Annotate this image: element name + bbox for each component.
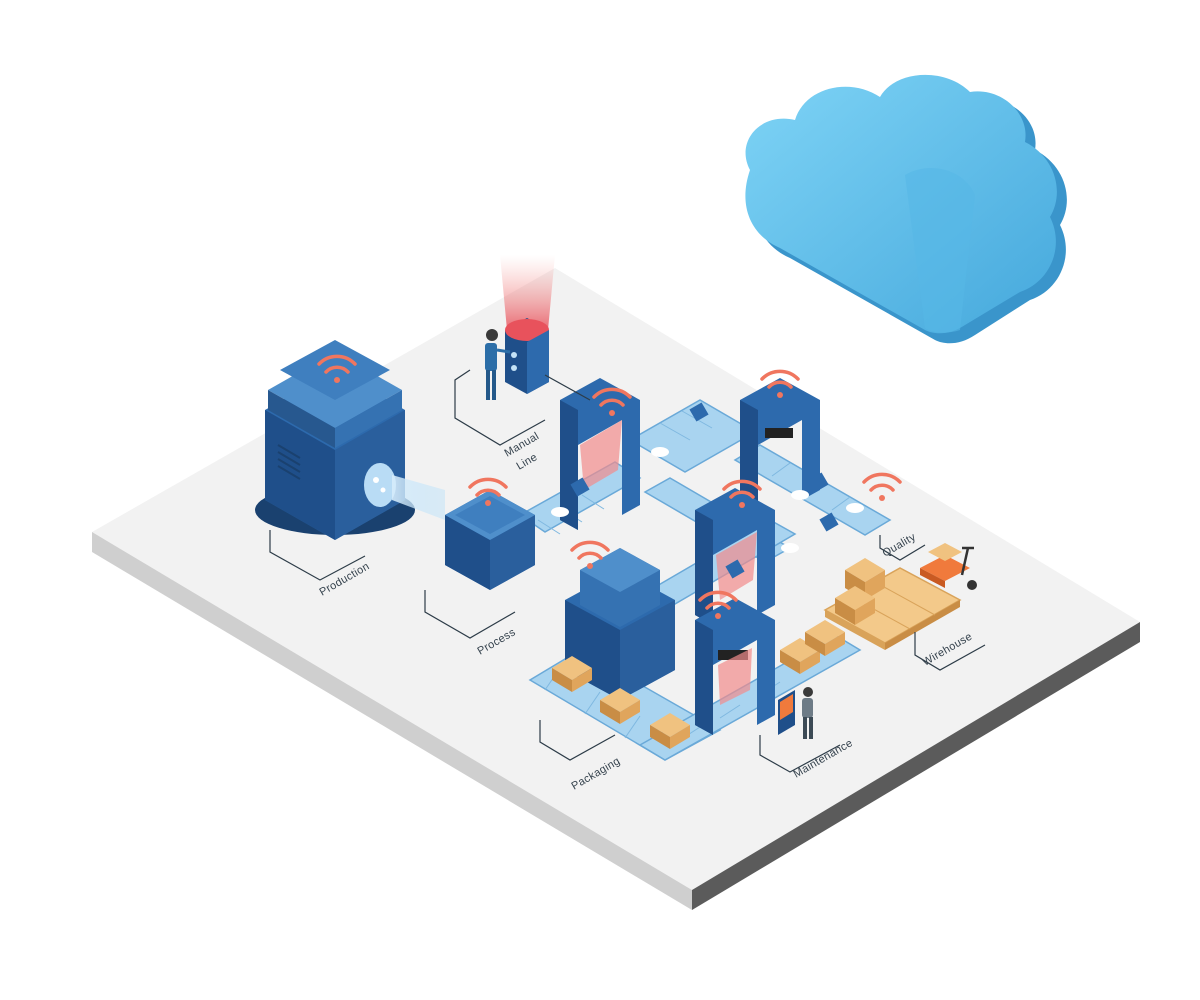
manual-line-station: [500, 255, 555, 394]
label-leaders: [269, 369, 986, 773]
material-flow: [392, 475, 445, 520]
worker-icon: [802, 687, 813, 739]
quality-gate-1: [560, 378, 640, 530]
process-machine: [445, 490, 535, 590]
quality-gate-4: [695, 598, 775, 735]
quality-gate-2: [740, 378, 820, 520]
warehouse-pallets: [823, 558, 962, 650]
boxes: [551, 402, 864, 749]
maintenance-terminal: [778, 690, 795, 735]
worker-icon: [485, 329, 511, 400]
wifi-signal-icon: [317, 354, 902, 619]
cloud-icon: [745, 74, 1067, 344]
production-machine: [255, 340, 415, 540]
pallet-jack-icon: [920, 543, 977, 590]
packaging-machine: [565, 548, 675, 700]
